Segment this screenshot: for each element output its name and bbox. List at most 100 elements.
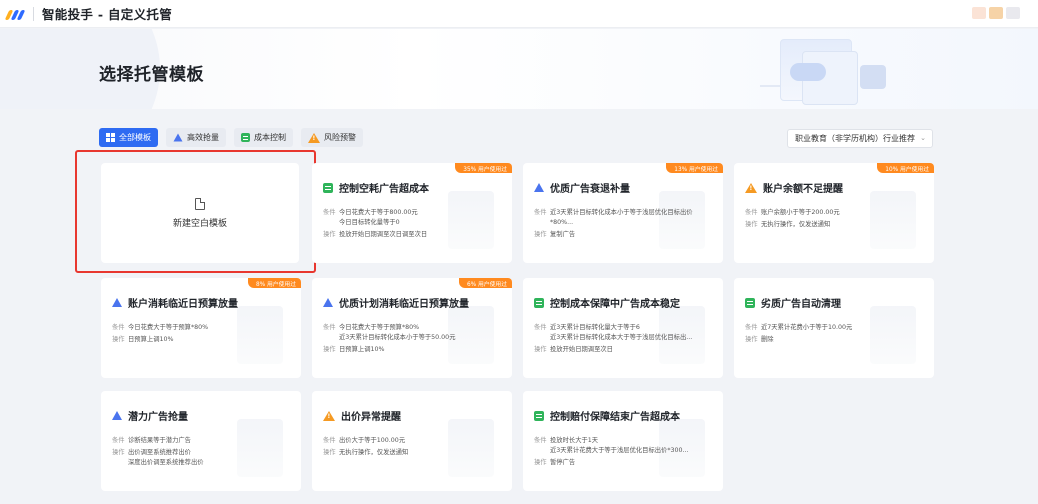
condition-value: 今日花费大于等于预算*80% (339, 324, 420, 331)
template-card[interactable]: 10% 用户使用过 账户余额不足提醒 条件 账户余额小于等于200.00元 操作… (734, 163, 934, 263)
card-rules: 条件 诊断结果等于潜力广告 操作 出价调至系统推荐出价深度出价调至系统推荐出价 (112, 436, 291, 470)
action-label: 操作 (534, 459, 547, 466)
template-card[interactable]: 13% 用户使用过 优质广告衰退补量 条件 近3天累计目标转化成本小于等于浅层优… (523, 163, 723, 263)
template-card[interactable]: 8% 用户使用过 账户消耗临近日预算放量 条件 今日花费大于等于预算*80% 操… (101, 278, 301, 378)
action-value: 深度出价调至系统推荐出价 (128, 459, 204, 466)
condition-label: 条件 (323, 437, 336, 444)
card-title: 控制空耗广告超成本 (323, 180, 429, 195)
card-title: 控制赔付保障结束广告超成本 (534, 408, 680, 423)
condition-value: 今日花费大于等于800.00元 (339, 209, 418, 216)
page-title: 选择托管模板 (99, 65, 204, 85)
template-card[interactable]: 6% 用户使用过 优质计划消耗临近日预算放量 条件 今日花费大于等于预算*80%… (312, 278, 512, 378)
condition-label: 条件 (323, 324, 336, 331)
user-area[interactable] (972, 7, 1020, 19)
condition-value: 近3天累计目标转化成本小于等于50.00元 (339, 334, 456, 341)
new-blank-template-card[interactable]: 新建空白模板 (101, 163, 299, 263)
avatar-icon (1006, 7, 1020, 19)
card-title-text: 账户消耗临近日预算放量 (128, 299, 238, 310)
action-label: 操作 (745, 221, 758, 228)
diamond-icon (112, 411, 122, 420)
action-label: 操作 (323, 346, 336, 353)
card-title-text: 劣质广告自动清理 (761, 299, 841, 310)
card-title-text: 出价异常提醒 (341, 412, 401, 423)
condition-value: 近3天累计花费大于等于浅层优化目标出价*300... (550, 447, 689, 454)
action-value: 删除 (761, 336, 774, 343)
diamond-icon (112, 298, 122, 307)
card-title: 控制成本保障中广告成本稳定 (534, 295, 680, 310)
action-value: 无执行操作，仅发送通知 (761, 221, 831, 228)
avatar-icon (972, 7, 986, 19)
card-title: 潜力广告抢量 (112, 408, 188, 423)
card-rules: 条件 近3天累计目标转化成本小于等于浅层优化目标出价*80%... 操作 复制广… (534, 208, 713, 242)
action-value: 日预算上调10% (128, 336, 174, 343)
ledger-icon (323, 182, 333, 193)
usage-badge: 6% 用户使用过 (458, 278, 512, 288)
grid-icon (106, 133, 115, 142)
warning-icon (308, 132, 320, 143)
tab-label: 风险预警 (324, 133, 356, 142)
action-value: 暂停广告 (550, 459, 576, 466)
template-card[interactable]: 35% 用户使用过 控制空耗广告超成本 条件 今日花费大于等于800.00元今日… (312, 163, 512, 263)
template-area: 全部模板 高效抢量 成本控制 风险预警 职业教育（非学历机构）行业推荐 ⌄ (0, 110, 1038, 504)
template-card[interactable]: 潜力广告抢量 条件 诊断结果等于潜力广告 操作 出价调至系统推荐出价深度出价调至… (101, 391, 301, 491)
action-label: 操作 (323, 449, 336, 456)
usage-badge: 10% 用户使用过 (877, 163, 934, 173)
template-card[interactable]: 控制赔付保障结束广告超成本 条件 投放时长大于1天近3天累计花费大于等于浅层优化… (523, 391, 723, 491)
condition-label: 条件 (745, 209, 758, 216)
condition-value: 今日花费大于等于预算*80% (128, 324, 209, 331)
action-label: 操作 (112, 449, 125, 456)
template-card[interactable]: 劣质广告自动清理 条件 近7天累计花费小于等于10.00元 操作 删除 (734, 278, 934, 378)
card-rules: 条件 投放时长大于1天近3天累计花费大于等于浅层优化目标出价*300... 操作… (534, 436, 713, 470)
new-template-label: 新建空白模板 (172, 218, 227, 229)
ledger-icon (534, 410, 544, 421)
action-value: 日预算上调10% (339, 346, 385, 353)
condition-label: 条件 (323, 209, 336, 216)
tab-cost-control[interactable]: 成本控制 (234, 128, 293, 147)
chevron-down-icon: ⌄ (920, 134, 926, 142)
template-card[interactable]: 出价异常提醒 条件 出价大于等于100.00元 操作 无执行操作，仅发送通知 (312, 391, 512, 491)
warning-icon (323, 410, 335, 421)
tab-efficient-volume[interactable]: 高效抢量 (166, 128, 226, 147)
card-title: 优质计划消耗临近日预算放量 (323, 295, 469, 310)
condition-label: 条件 (534, 437, 547, 444)
card-title-text: 账户余额不足提醒 (763, 184, 843, 195)
condition-label: 条件 (112, 437, 125, 444)
industry-select[interactable]: 职业教育（非学历机构）行业推荐 ⌄ (787, 129, 933, 148)
card-title: 优质广告衰退补量 (534, 180, 630, 195)
card-title: 账户余额不足提醒 (745, 180, 843, 195)
usage-badge: 35% 用户使用过 (455, 163, 512, 173)
card-rules: 条件 今日花费大于等于预算*80% 操作 日预算上调10% (112, 323, 291, 347)
usage-badge: 13% 用户使用过 (666, 163, 723, 173)
condition-value: 投放时长大于1天 (550, 437, 599, 444)
card-rules: 条件 今日花费大于等于800.00元今日目标转化量等于0 操作 投放开始日期调至… (323, 208, 502, 242)
category-tabs: 全部模板 高效抢量 成本控制 风险预警 (99, 128, 363, 147)
avatar-icon (989, 7, 1003, 19)
diamond-icon (323, 298, 333, 307)
card-title: 账户消耗临近日预算放量 (112, 295, 238, 310)
card-title-text: 优质广告衰退补量 (550, 184, 630, 195)
diamond-icon (173, 133, 183, 142)
card-title-text: 潜力广告抢量 (128, 412, 188, 423)
condition-value: 近3天累计目标转化成本大于等于浅层优化目标出... (550, 334, 693, 341)
tab-all-templates[interactable]: 全部模板 (99, 128, 158, 147)
divider (33, 6, 34, 21)
card-title: 出价异常提醒 (323, 408, 401, 423)
condition-label: 条件 (112, 324, 125, 331)
tab-risk-warning[interactable]: 风险预警 (301, 128, 363, 147)
diamond-icon (534, 183, 544, 192)
card-rules: 条件 近7天累计花费小于等于10.00元 操作 删除 (745, 323, 924, 347)
tab-label: 高效抢量 (187, 133, 219, 142)
page-header: 选择托管模板 (0, 29, 1038, 109)
card-rules: 条件 账户余额小于等于200.00元 操作 无执行操作，仅发送通知 (745, 208, 924, 232)
action-label: 操作 (323, 231, 336, 238)
tab-label: 全部模板 (119, 133, 151, 142)
app-logo-icon (4, 7, 27, 21)
industry-select-value: 职业教育（非学历机构）行业推荐 (795, 134, 915, 143)
condition-value: 今日目标转化量等于0 (339, 219, 400, 226)
app-title: 智能投手 - 自定义托管 (42, 7, 172, 22)
card-title-text: 控制空耗广告超成本 (339, 184, 429, 195)
action-value: 复制广告 (550, 231, 576, 238)
action-label: 操作 (534, 231, 547, 238)
